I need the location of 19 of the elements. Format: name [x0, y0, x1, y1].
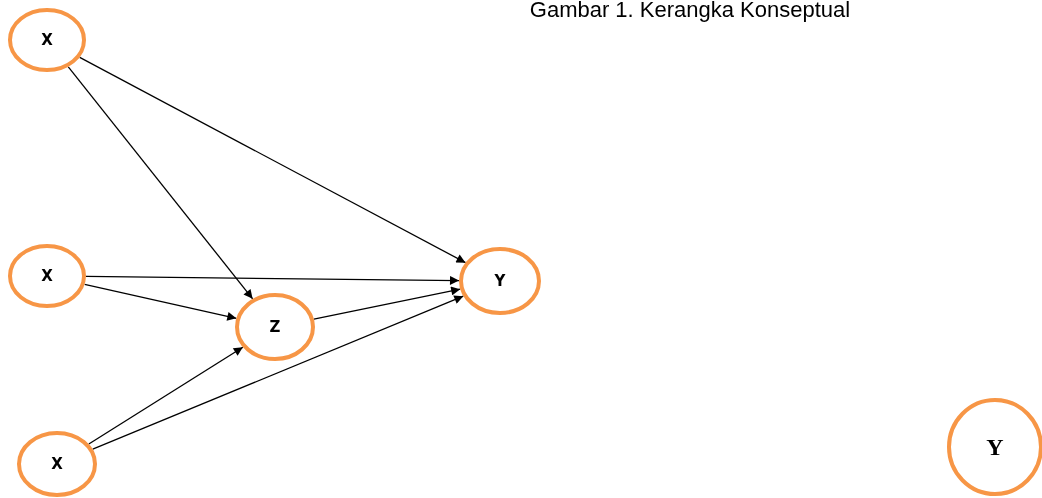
- variable-label: Y: [986, 433, 1004, 461]
- arrow: [313, 286, 461, 320]
- arrow: [85, 275, 460, 285]
- arrow: [79, 56, 467, 264]
- diagram-title: Gambar 1. Kerangka Konseptual: [528, 0, 852, 23]
- arrow: [92, 295, 464, 450]
- variable-label: Y: [494, 272, 506, 290]
- variable-ellipse: [17, 431, 97, 497]
- variable-ellipse: [8, 244, 86, 308]
- variable-label: Z: [269, 318, 281, 336]
- arrow: [88, 346, 244, 445]
- variable-ellipse: [8, 8, 86, 72]
- variable-label: X: [41, 267, 53, 285]
- variable-label: X: [41, 31, 53, 49]
- variable-ellipse: [459, 247, 541, 315]
- variable-label: X: [51, 455, 63, 473]
- arrow: [67, 66, 254, 300]
- arrow: [83, 283, 237, 321]
- variable-ellipse: [235, 293, 315, 361]
